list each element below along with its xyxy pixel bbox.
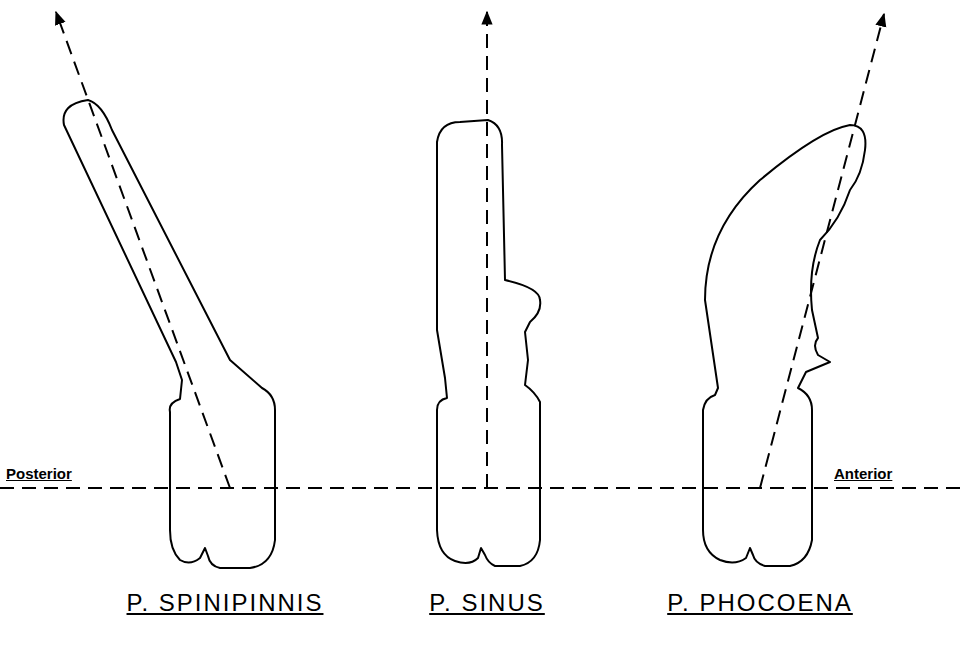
- spine-outline: [437, 120, 540, 566]
- species-label: P. SPINIPINNIS: [127, 590, 324, 616]
- spine-axis: [760, 14, 884, 488]
- spine-outline: [703, 125, 865, 566]
- species-label: P. SINUS: [429, 590, 545, 616]
- direction-label: Posterior: [6, 466, 72, 483]
- spine-outline: [64, 100, 276, 568]
- spine-axis: [486, 12, 488, 488]
- direction-label: Anterior: [834, 466, 892, 483]
- baseline-axis: [0, 487, 967, 489]
- spine-axis: [56, 12, 230, 488]
- species-label: P. PHOCOENA: [667, 590, 853, 616]
